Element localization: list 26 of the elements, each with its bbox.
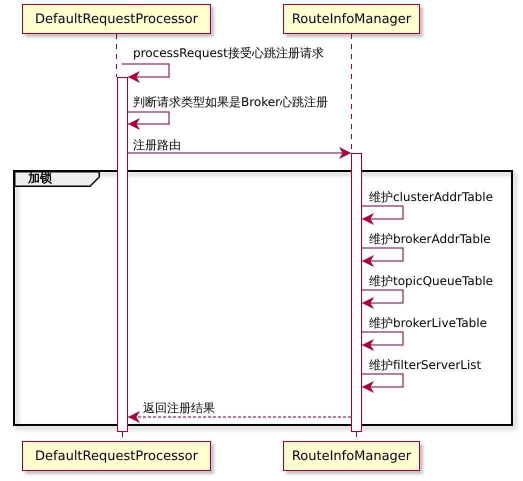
message-label: 判断请求类型如果是Broker心跳注册 [133,95,328,109]
message-label: 注册路由 [133,138,181,152]
message-arrow [128,147,352,159]
message-label: 返回注册结果 [143,401,215,415]
participant-box: RouteInfoManager [283,441,420,471]
message-arrow [122,64,170,83]
message-label: 维护filterServerList [369,358,482,372]
lifeline [116,34,117,78]
message-label: 维护clusterAddrTable [369,190,494,204]
participant-box: RouteInfoManager [283,4,420,34]
message-arrow [128,112,170,130]
message-label: 维护brokerLiveTable [369,316,488,330]
message-label: processRequest接受心跳注册请求 [133,46,324,60]
message-label: 维护topicQueueTable [369,274,494,288]
message-arrow [362,248,404,267]
activation-bar [351,153,362,432]
message-label: 维护brokerAddrTable [369,232,491,246]
activation-bar [117,77,128,432]
message-arrow [128,411,352,423]
participant-box: DefaultRequestProcessor [22,4,211,34]
message-arrow [362,206,404,225]
group-label: 加锁 [14,171,100,187]
participant-box: DefaultRequestProcessor [22,441,211,471]
message-arrow [362,290,404,309]
message-arrow [362,374,404,393]
message-arrow [362,332,404,351]
